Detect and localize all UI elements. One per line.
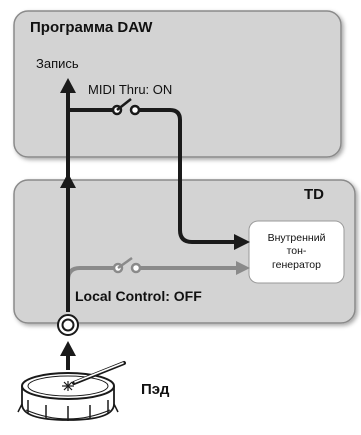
midi-thru-arrowhead [234,234,250,250]
thru-switch-lever [116,98,132,111]
tone-generator-line-1: Внутренний [267,231,326,244]
midi-thru-path [139,108,236,244]
tone-generator-line-3: генератор [272,258,321,271]
tone-generator-label: Внутренний тон- генератор [249,221,344,283]
td-title: TD [304,186,324,203]
record-arrowhead [60,78,76,93]
record-label: Запись [36,56,79,71]
tone-generator-line-2: тон- [286,245,307,258]
daw-title: Программа DAW [30,19,153,36]
td-to-daw-arrowhead [60,173,76,188]
midi-thru-label: MIDI Thru: ON [88,82,173,97]
local-switch-lever [117,256,133,270]
drum-pad-icon [17,372,119,421]
td-panel [13,179,356,324]
local-control-arrowhead [236,261,250,275]
thru-switch-right-contact [129,104,141,116]
pad-label: Пэд [141,381,170,398]
tone-generator-box [248,220,345,284]
drumstick-icon [72,361,126,385]
local-control-label: Local Control: OFF [75,288,202,304]
input-jack-inner [61,318,75,332]
pad-arrowhead [60,341,76,356]
daw-panel [13,10,342,158]
local-switch-right-contact [130,262,142,274]
